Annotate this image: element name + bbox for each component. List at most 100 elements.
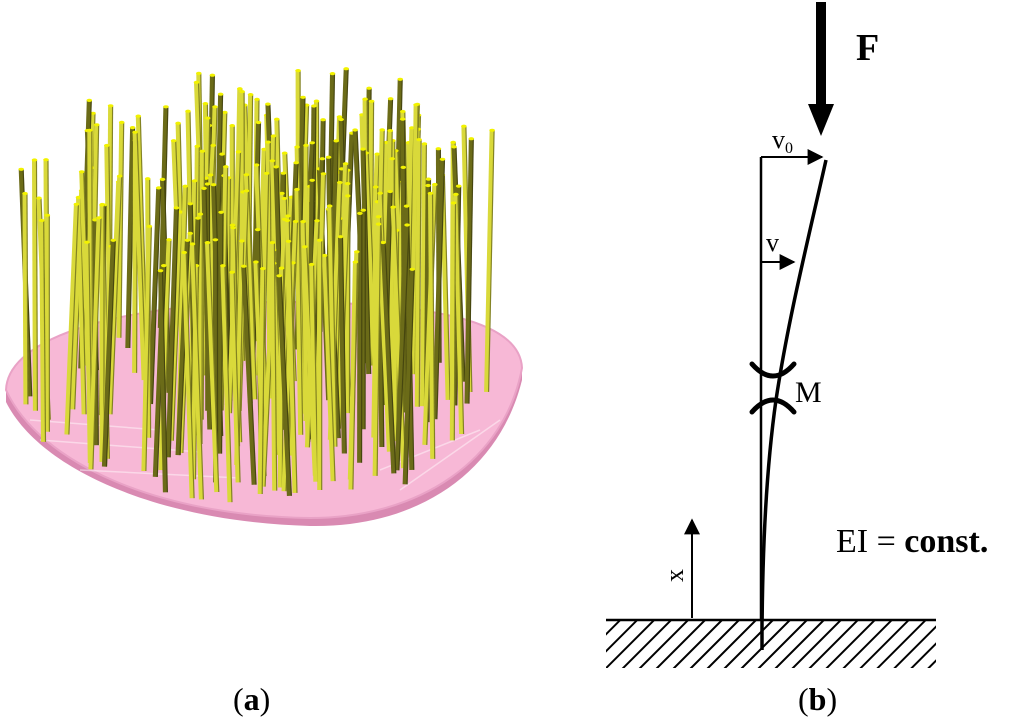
nanowire-tip xyxy=(265,140,271,144)
nanowire-tip xyxy=(343,67,350,71)
nanowire-tip xyxy=(450,201,457,205)
nanowire-tip xyxy=(261,147,267,151)
nanowire-tip xyxy=(132,130,138,134)
nanowire-tip xyxy=(86,98,93,102)
nanowire-tip xyxy=(210,183,217,187)
nanowire-shade xyxy=(35,159,38,411)
nanowire-tip xyxy=(191,179,198,183)
nanowire-shade xyxy=(111,176,123,415)
nanowire-tip xyxy=(155,186,162,190)
v0-label: v0 xyxy=(772,125,793,157)
nanowire xyxy=(135,116,148,332)
nanowire-tip xyxy=(389,157,396,161)
nanowire-tip xyxy=(273,165,279,169)
nanowire-tip xyxy=(243,173,250,177)
nanowire-tip xyxy=(187,231,193,235)
nanowire-tip xyxy=(253,163,260,167)
nanowire-tip xyxy=(285,214,291,218)
nanowire xyxy=(125,127,136,349)
nanowire-tip xyxy=(468,137,475,141)
nanowire-tip xyxy=(177,210,184,214)
nanowire-shade xyxy=(185,252,195,499)
nanowire xyxy=(410,104,419,375)
nanowire-tip xyxy=(432,182,438,187)
nanowire-tip xyxy=(344,182,351,186)
nanowire-tip xyxy=(36,196,42,200)
nanowire-shade xyxy=(26,193,29,405)
nanowire-tip xyxy=(425,177,432,181)
moment-symbol xyxy=(749,361,797,415)
nanowire xyxy=(190,243,204,500)
nanowire xyxy=(348,261,358,490)
nanowire-shade xyxy=(436,159,446,420)
nanowire-tip xyxy=(435,147,442,151)
nanowire-shade xyxy=(468,138,474,404)
nanowire-tip xyxy=(314,219,320,223)
nanowire-tip xyxy=(185,109,191,113)
nanowire-tip xyxy=(73,202,80,206)
nanowire-tip xyxy=(84,240,90,244)
nanowire-shade xyxy=(43,220,47,442)
nanowire-tip xyxy=(413,103,419,107)
nanowire-tip xyxy=(243,189,250,193)
nanowire-tip xyxy=(352,260,359,264)
nanowire-tip xyxy=(253,260,259,264)
nanowire-tip xyxy=(294,145,300,149)
nanowire xyxy=(286,241,298,493)
nanowire-tip xyxy=(146,224,153,228)
nanowire-tip xyxy=(229,270,235,274)
nanowire xyxy=(132,132,147,381)
nanowire-tip xyxy=(166,238,172,242)
nanowire xyxy=(22,193,29,405)
nanowire xyxy=(380,242,397,474)
panel-b-beam-diagram: F v0 v M x EI = const. (b) xyxy=(606,2,988,717)
nanowire-tip xyxy=(247,93,254,97)
nanowire-tip xyxy=(397,77,404,81)
nanowire xyxy=(453,194,465,435)
nanowire-tip xyxy=(342,162,349,166)
nanowire xyxy=(309,264,319,482)
nanowire-tip xyxy=(377,191,384,195)
nanowire-tip xyxy=(254,228,261,232)
nanowire-tip xyxy=(159,177,166,181)
nanowire-tip xyxy=(217,92,224,96)
nanowire-tip xyxy=(313,99,320,103)
nanowire-shade xyxy=(172,211,184,441)
nanowire xyxy=(84,242,93,463)
nanowire-tip xyxy=(230,226,236,230)
nanowire-tip xyxy=(379,128,386,132)
nanowire xyxy=(220,265,233,503)
nanowire-shade xyxy=(247,174,258,400)
nanowire xyxy=(327,205,338,447)
nanowire-tip xyxy=(204,182,211,186)
nanowire-tip xyxy=(453,192,459,196)
nanowire-tip xyxy=(279,191,285,195)
nanowire-tip xyxy=(163,105,169,109)
nanowire-tip xyxy=(99,203,105,207)
nanowire xyxy=(101,240,116,467)
nanowire-tip xyxy=(93,123,100,127)
nanowire-shade xyxy=(149,178,152,438)
ground-support xyxy=(606,620,936,668)
nanowire-tip xyxy=(352,128,358,132)
nanowire-tip xyxy=(38,218,45,223)
nanowire-tip xyxy=(78,170,85,174)
nanowire-shade xyxy=(92,217,102,470)
caption-b: (b) xyxy=(798,681,837,717)
nanowire-tip xyxy=(321,253,328,258)
nanowire-shade xyxy=(120,122,125,338)
nanowire-tip xyxy=(161,264,167,268)
nanowire-tip xyxy=(326,204,333,208)
nanowire-tip xyxy=(300,220,306,224)
nanowire-shade xyxy=(352,261,358,490)
nanowire-tip xyxy=(320,172,327,176)
nanowire xyxy=(432,159,445,420)
nanowire-tip xyxy=(380,240,387,245)
nanowire xyxy=(158,270,168,493)
nanowire xyxy=(141,226,152,472)
nanowire xyxy=(420,143,427,407)
nanowire-tip xyxy=(325,155,332,159)
nanowire-tip xyxy=(31,158,38,162)
nanowire-tip xyxy=(278,266,285,270)
